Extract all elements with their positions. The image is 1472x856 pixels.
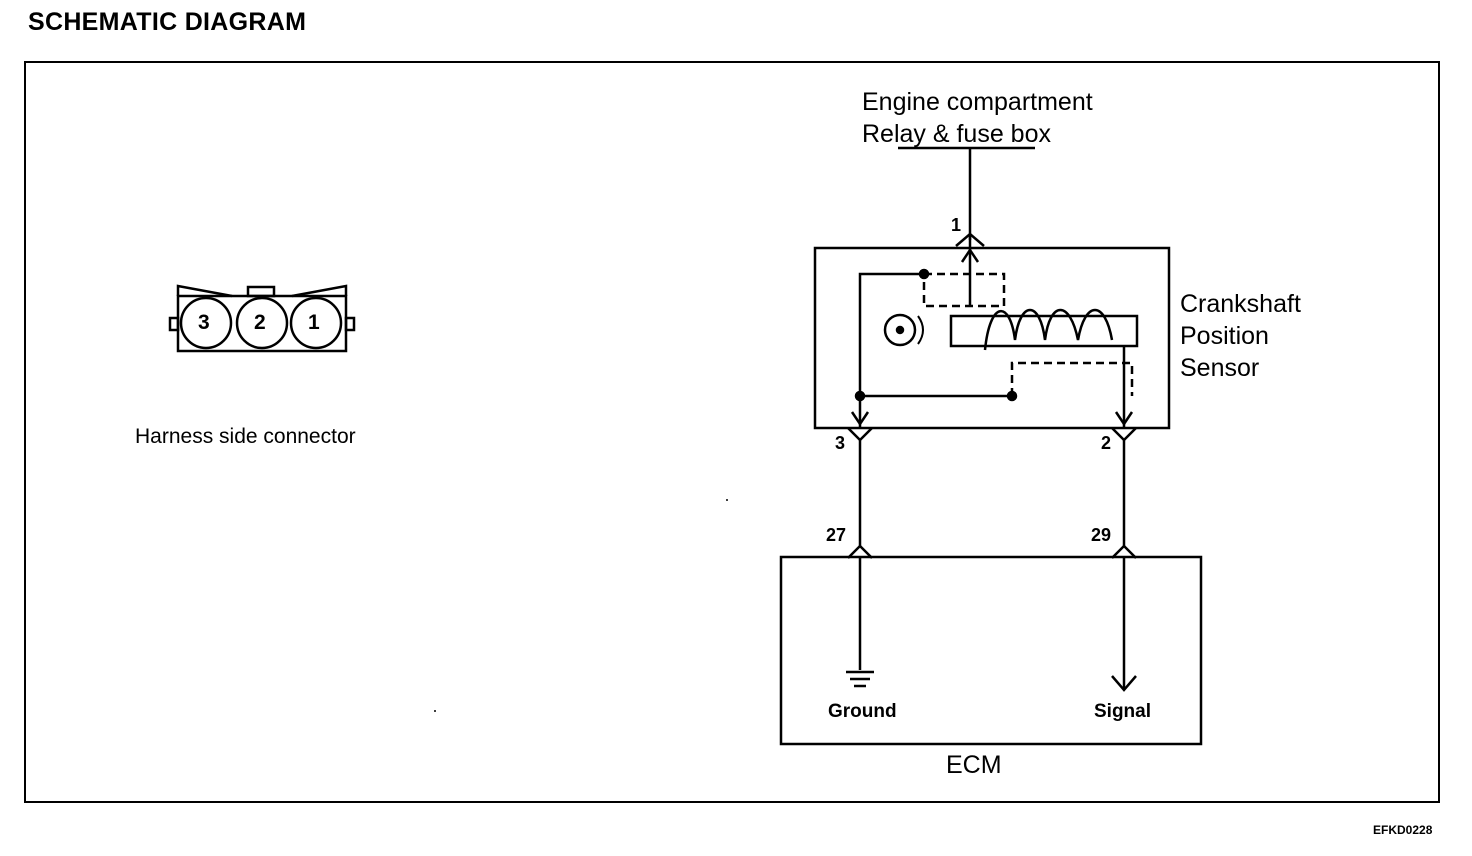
diagram-frame — [24, 61, 1440, 803]
connector-pin-label: 2 — [254, 311, 266, 334]
pin-label-ecm-ground: 27 — [826, 525, 847, 545]
pin-label-sensor-signal: 2 — [1101, 433, 1112, 453]
connector-pin-2 — [235, 296, 289, 350]
sensor-label-line3: Sensor — [1180, 354, 1260, 382]
connector-pin-label: 3 — [198, 311, 210, 334]
connector-pin-label: 1 — [308, 311, 320, 334]
harness-wires — [847, 427, 1137, 559]
connector-pin-1 — [289, 296, 343, 350]
ecm-ground-label: Ground — [828, 701, 897, 722]
sensor-label-line1: Crankshaft — [1180, 290, 1301, 318]
pin-label-sensor-ground: 3 — [835, 433, 846, 453]
supply-label-line2: Relay & fuse box — [862, 120, 1051, 148]
figure-code: EFKD0228 — [1373, 823, 1433, 837]
pin-label-sensor-supply: 1 — [951, 215, 962, 235]
ecm-signal-label: Signal — [1094, 701, 1152, 722]
page-title: SCHEMATIC DIAGRAM — [28, 8, 307, 36]
ecm-title: ECM — [946, 751, 1002, 779]
sensor-label-line2: Position — [1180, 322, 1269, 350]
ecm-box — [779, 555, 1203, 746]
harness-connector — [168, 284, 356, 353]
supply-wire — [898, 146, 1035, 306]
pin-label-ecm-signal: 29 — [1091, 525, 1112, 545]
connector-caption: Harness side connector — [135, 425, 356, 448]
supply-label-line1: Engine compartment — [862, 88, 1093, 116]
crankshaft-sensor — [813, 246, 1171, 430]
connector-pin-3 — [179, 296, 233, 350]
